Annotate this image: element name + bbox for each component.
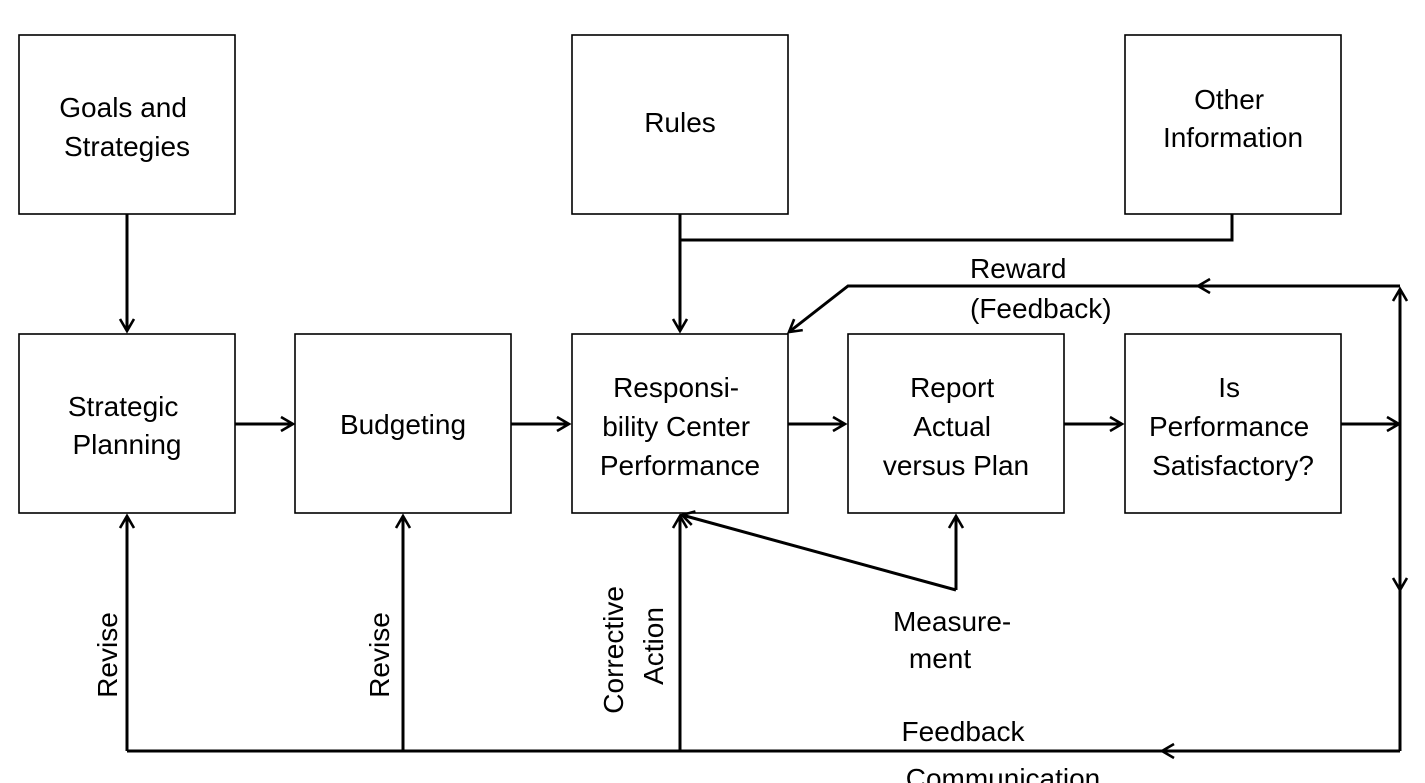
svg-text:Report Actual vers: Report Actual versus Plan — [883, 372, 1029, 481]
strategic-planning-line-1: Strategic — [68, 391, 179, 422]
responsibility-line-2: bility Center — [602, 411, 750, 442]
responsibility-line-1: Responsi- — [613, 372, 739, 403]
satisfactory-line-1: Is — [1218, 372, 1240, 403]
corrective-action-line-1: Corrective — [598, 586, 629, 714]
reward-label-line-2: (Feedback) — [970, 293, 1112, 324]
corrective-action-label: Corrective Action — [598, 578, 669, 713]
svg-text:Rules: Rules — [644, 107, 716, 138]
rules-box-line-1: Rules — [644, 107, 716, 138]
report-line-1: Report — [910, 372, 994, 403]
other-info-line-2: Information — [1163, 122, 1303, 153]
measurement-label: Measure- ment — [893, 606, 1019, 674]
goals-and-strategies-box: Goals and Strategies — [18, 34, 236, 215]
budgeting-box: Budgeting — [294, 333, 512, 514]
svg-text:Other Information: Other Information — [1163, 84, 1303, 153]
satisfactory-box: Is Performance Satisfactory? — [1124, 333, 1342, 514]
satisfactory-line-2: Performance — [1149, 411, 1309, 442]
report-line-2: Actual — [913, 411, 991, 442]
revise-budgeting-label: Revise — [364, 612, 395, 698]
communication-label: Communication — [906, 763, 1101, 783]
svg-text:Strategic Planning: Strategic Planning — [68, 391, 186, 460]
feedback-label: Feedback — [902, 716, 1026, 747]
reward-feedback-arrow — [786, 284, 1198, 334]
measurement-to-responsibility-arrow — [679, 510, 957, 592]
satisfactory-line-3: Satisfactory? — [1152, 450, 1314, 481]
goals-box-line-2: Strategies — [64, 131, 190, 162]
other-information-box: Other Information — [1124, 34, 1342, 215]
rules-box: Rules — [571, 34, 789, 215]
svg-text:Responsi- bility Center: Responsi- bility Center Performance — [600, 372, 760, 481]
report-box: Report Actual versus Plan — [847, 333, 1065, 514]
responsibility-line-3: Performance — [600, 450, 760, 481]
corrective-action-line-2: Action — [638, 607, 669, 685]
measurement-line-1: Measure- — [893, 606, 1011, 637]
report-line-3: versus Plan — [883, 450, 1029, 481]
goals-box-line-1: Goals and — [59, 92, 187, 123]
other-info-connector — [680, 214, 1234, 242]
responsibility-center-box: Responsi- bility Center Performance — [571, 333, 789, 514]
svg-text:Is Performance Sat: Is Performance Satisfactory? — [1149, 372, 1317, 481]
svg-text:Goals and Strategies: Goals and Strategies — [59, 92, 194, 162]
svg-text:Budgeting: Budgeting — [340, 409, 466, 440]
budgeting-line-1: Budgeting — [340, 409, 466, 440]
reward-label-line-1: Reward — [970, 253, 1066, 284]
strategic-planning-line-2: Planning — [73, 429, 182, 460]
reward-feedback-label: Reward (Feedback) — [970, 253, 1112, 324]
measurement-line-2: ment — [909, 643, 971, 674]
other-info-line-1: Other — [1194, 84, 1264, 115]
strategic-planning-box: Strategic Planning — [18, 333, 236, 514]
revise-planning-label: Revise — [92, 612, 123, 698]
